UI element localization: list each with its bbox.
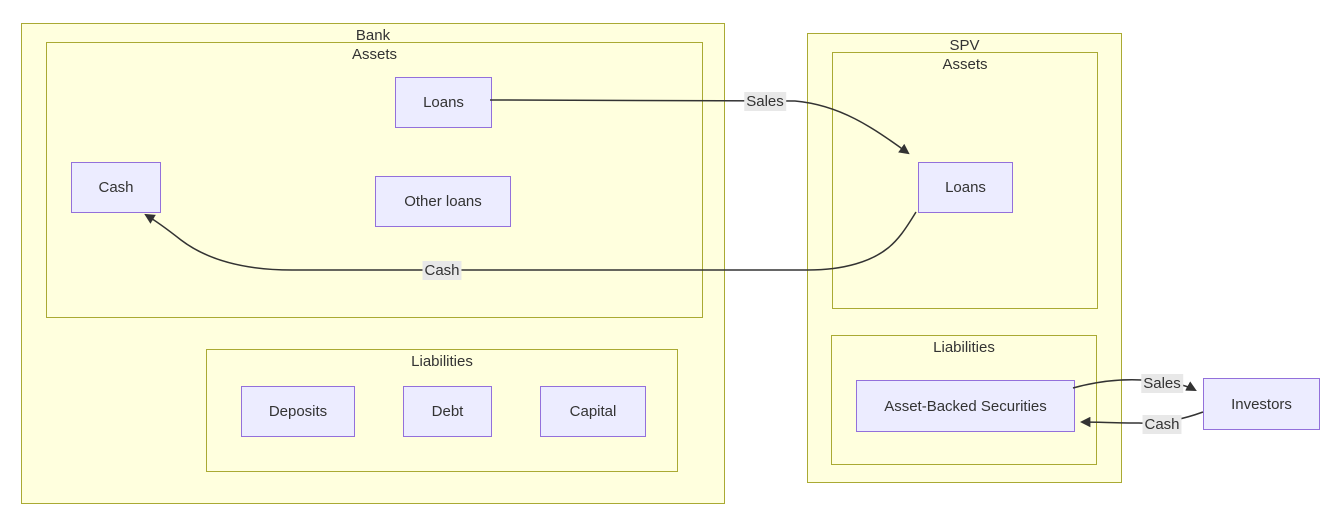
- node-other-loans-label: Other loans: [404, 193, 482, 210]
- edge-label-cash-investors: Cash: [1142, 415, 1182, 434]
- node-deposits-label: Deposits: [268, 403, 328, 420]
- node-bank-loans-label: Loans: [423, 94, 464, 111]
- node-bank-cash: Cash: [71, 162, 161, 213]
- node-debt: Debt: [403, 386, 492, 437]
- cluster-bank-assets: Assets Loans Cash Other loans: [46, 42, 703, 318]
- edge-label-cash-bank: Cash: [422, 261, 462, 280]
- node-bank-cash-label: Cash: [98, 179, 134, 196]
- node-deposits: Deposits: [241, 386, 355, 437]
- cluster-spv: SPV Assets Loans Liabilities Asset-Backe…: [807, 33, 1122, 483]
- cluster-bank: Bank Assets Loans Cash Other loans Liabi…: [21, 23, 725, 504]
- node-capital: Capital: [540, 386, 646, 437]
- node-debt-label: Debt: [431, 403, 464, 420]
- cluster-spv-assets-label: Assets: [942, 56, 988, 73]
- node-spv-loans: Loans: [918, 162, 1013, 213]
- node-capital-label: Capital: [569, 403, 617, 420]
- node-bank-loans: Loans: [395, 77, 492, 128]
- cluster-spv-liabilities: Liabilities Asset-Backed Securities: [831, 335, 1097, 465]
- edge-label-sales-investors: Sales: [1141, 374, 1183, 393]
- node-other-loans: Other loans: [375, 176, 511, 227]
- edge-label-sales-bank: Sales: [744, 92, 786, 111]
- node-asset-backed-securities-label: Asset-Backed Securities: [884, 397, 1047, 415]
- cluster-spv-assets: Assets Loans: [832, 52, 1098, 309]
- node-investors: Investors: [1203, 378, 1320, 430]
- node-spv-loans-label: Loans: [945, 179, 986, 196]
- node-investors-label: Investors: [1231, 395, 1292, 413]
- cluster-bank-assets-label: Assets: [351, 46, 397, 63]
- node-asset-backed-securities: Asset-Backed Securities: [856, 380, 1075, 432]
- cluster-bank-liabilities-label: Liabilities: [411, 353, 473, 370]
- cluster-spv-liabilities-label: Liabilities: [933, 339, 995, 356]
- cluster-bank-liabilities: Liabilities Deposits Debt Capital: [206, 349, 678, 472]
